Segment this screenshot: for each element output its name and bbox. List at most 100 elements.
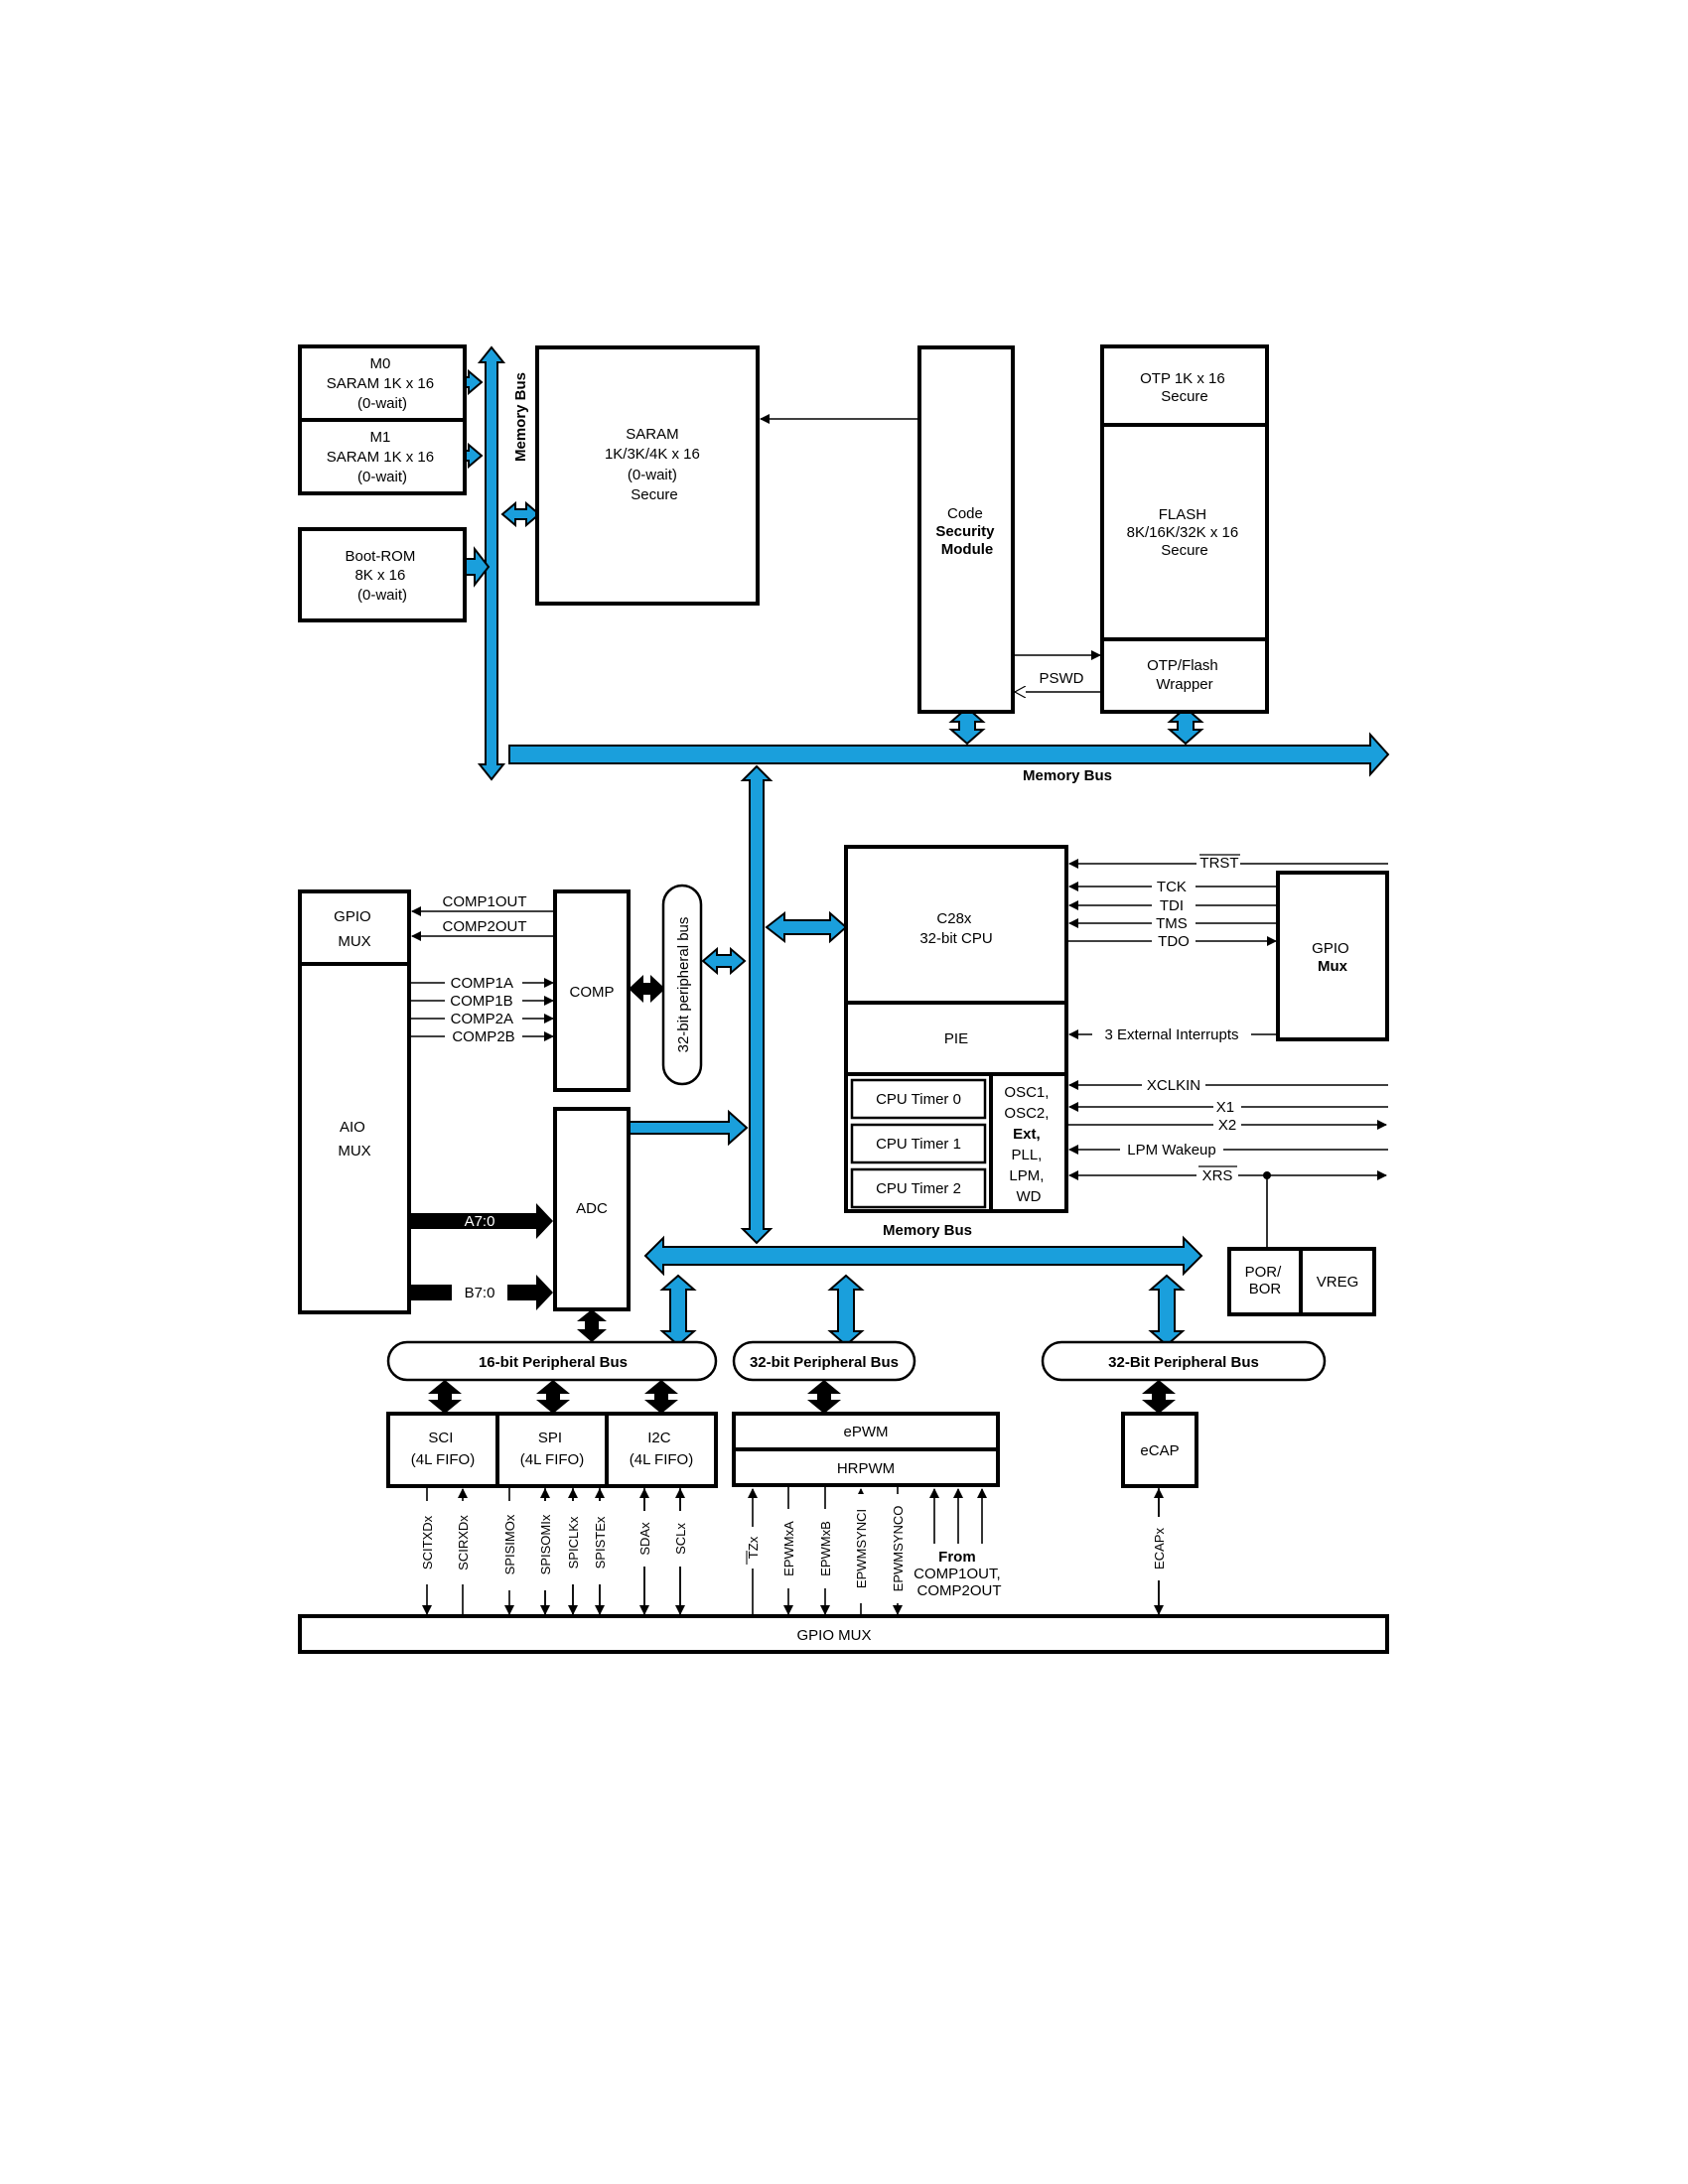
epwma-label: EPWMxA: [781, 1521, 796, 1576]
vreg-label: VREG: [1317, 1274, 1359, 1291]
spi-label: SPI (4L FIFO): [520, 1430, 584, 1468]
otp-label: OTP 1K x 16 Secure: [1140, 370, 1229, 405]
x-labels: X1 X2: [1216, 1099, 1239, 1134]
epwmsynco-label: EPWMSYNCO: [891, 1506, 906, 1592]
memory-bus-bottom-label: Memory Bus: [883, 1222, 972, 1239]
bus-arrow-32bit-right: [1148, 1274, 1186, 1347]
spiste-label: SPISTEx: [593, 1516, 608, 1569]
ecap-pin-label: ECAPx: [1152, 1528, 1167, 1570]
lpm-wakeup-label-bg: [1120, 1140, 1223, 1158]
periph-bus-32-mid-label: 32-bit Peripheral Bus: [750, 1354, 899, 1371]
periph-bus-16: [386, 1340, 718, 1382]
ecap-bus-arrow: [1142, 1380, 1176, 1414]
trst-label: TRST: [1199, 855, 1238, 872]
memory-bus-vertical: [477, 345, 506, 781]
comp1out-label: COMP1OUT: [442, 893, 526, 910]
otp-flash-wrapper-block: [1100, 637, 1269, 714]
cpu-timer-2-label: CPU Timer 2: [876, 1180, 961, 1197]
sci-bus-arrow: [428, 1380, 462, 1414]
lpm-wakeup-label: LPM Wakeup: [1127, 1142, 1215, 1159]
aio-mux-label: AIO MUX: [338, 1119, 370, 1160]
memory-bus-top: [508, 732, 1390, 777]
spi-block: [495, 1412, 609, 1488]
cpu-label: C28x 32-bit CPU: [919, 910, 992, 947]
i2c-block: [605, 1412, 718, 1488]
gpio-mux-left-block: [298, 889, 411, 966]
saram-block: [535, 345, 760, 606]
tz-label: TZx: [746, 1536, 761, 1559]
spi-bus-arrow: [536, 1380, 570, 1414]
periph-bus-32-right-label: 32-Bit Peripheral Bus: [1108, 1354, 1259, 1371]
periph-bus-32-vertical: [661, 884, 703, 1086]
i2c-label: I2C (4L FIFO): [630, 1430, 693, 1468]
periph-bus-32-vertical-label: 32-bit peripheral bus: [675, 917, 692, 1053]
xrs-label-bg: [1196, 1166, 1238, 1184]
ext-interrupts-label: 3 External Interrupts: [1104, 1026, 1238, 1043]
x-label-bg: [1213, 1098, 1241, 1132]
comp2out-label: COMP2OUT: [442, 918, 526, 935]
memory-bus-vertical-label: Memory Bus: [512, 372, 529, 462]
hrpwm-label: HRPWM: [837, 1460, 895, 1477]
memory-bus-center-vertical: [740, 764, 774, 1245]
adc-bus-arrow: [629, 1109, 749, 1147]
bus-arrow-32bit-mid: [827, 1274, 865, 1347]
epwm-label: ePWM: [844, 1424, 889, 1440]
vreg-block: [1299, 1247, 1376, 1316]
gpio-mux-bottom-block: [298, 1614, 1389, 1654]
spisomi-label: SPISOMIx: [538, 1514, 553, 1574]
m0-label: M0 SARAM 1K x 16 (0-wait): [327, 355, 439, 412]
cpu-block: [844, 845, 1068, 1005]
from-comp-label: From COMP1OUT, COMP2OUT: [914, 1549, 1005, 1599]
xclkin-label-bg: [1142, 1076, 1205, 1094]
bootrom-bus-arrow: [464, 546, 491, 588]
scl-label: SCLx: [673, 1523, 688, 1555]
comp-label: COMP: [570, 984, 615, 1001]
comp-input-label-bg: [445, 975, 522, 1042]
por-bor-label: POR/ BOR: [1245, 1264, 1286, 1297]
ext-interrupts-label-bg: [1092, 1024, 1251, 1043]
csm-bus-arrow: [948, 706, 986, 746]
scirxd-label: SCIRXDx: [456, 1515, 471, 1570]
pie-label: PIE: [944, 1030, 968, 1047]
saram-bus-arrow: [500, 500, 541, 528]
gpio-mux-left-label: GPIO MUX: [334, 908, 375, 950]
pin-labels: SCITXDx SCIRXDx SPISIMOx SPISOMIx SPICLK…: [418, 1494, 1168, 1603]
hrpwm-block: [732, 1447, 1000, 1487]
xrs-label: XRS: [1202, 1167, 1233, 1184]
sci-label: SCI (4L FIFO): [411, 1430, 475, 1468]
epwm-bus-arrow: [807, 1380, 841, 1414]
spisimo-label: SPISIMOx: [502, 1514, 517, 1574]
jtag-labels: TCK TDI TMS TDO: [1156, 879, 1192, 950]
cpu-timer-0-label: CPU Timer 0: [876, 1091, 961, 1108]
cpu-bus-arrow: [765, 910, 848, 944]
memory-bus-bottom: [643, 1235, 1203, 1277]
scitxd-label: SCITXDx: [420, 1515, 435, 1570]
trst-label-bg: [1196, 854, 1240, 872]
flash-block: [1100, 423, 1269, 641]
epwmsynci-label: EPWMSYNCI: [854, 1509, 869, 1588]
cpu-timer-1-label: CPU Timer 1: [876, 1136, 961, 1153]
gpio-mux-bottom-label: GPIO MUX: [796, 1627, 871, 1644]
memory-bus-top-label: Memory Bus: [1023, 767, 1112, 784]
por-bor-block: [1227, 1247, 1303, 1316]
comp-inputs-labels: COMP1A COMP1B COMP2A COMP2B: [450, 975, 517, 1045]
boot-rom-label: Boot-ROM 8K x 16 (0-wait): [345, 548, 419, 604]
bus-arrow-16bit: [659, 1274, 697, 1347]
epwm-block: [732, 1412, 1000, 1451]
b70-label: B7:0: [465, 1285, 495, 1301]
adc-label: ADC: [576, 1200, 608, 1217]
periph-bus-32-vertical-arrow: [701, 946, 747, 976]
adc-block: [553, 1107, 631, 1311]
jtag-label-bg: [1152, 878, 1196, 947]
aio-mux-block: [298, 962, 411, 1314]
m0-saram-block: [298, 344, 467, 422]
gpio-mux-right-block: [1276, 871, 1389, 1041]
m1-saram-block: [298, 418, 467, 495]
ecap-block: [1121, 1412, 1198, 1488]
periph-bus-16-label: 16-bit Peripheral Bus: [479, 1354, 628, 1371]
sda-label: SDAx: [637, 1522, 652, 1556]
gpio-mux-right-label: GPIO Mux: [1312, 940, 1353, 975]
otp-flash-wrapper-label: OTP/Flash Wrapper: [1147, 657, 1222, 693]
csm-label: Code Security Module: [935, 505, 998, 558]
